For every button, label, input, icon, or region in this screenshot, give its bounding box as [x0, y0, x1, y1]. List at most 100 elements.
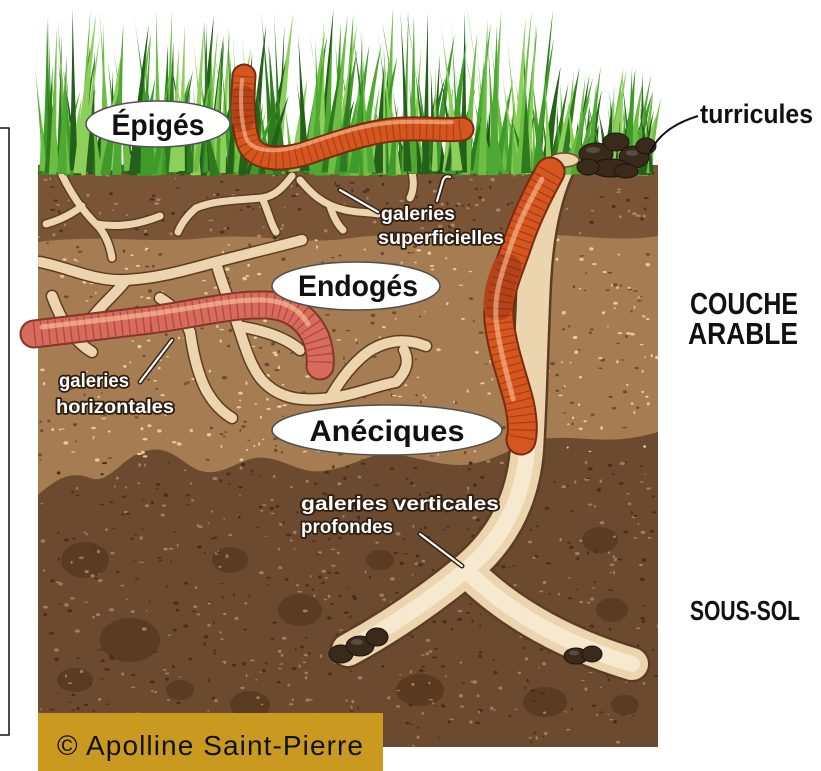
soil-speck: [584, 687, 587, 690]
soil-speck: [98, 698, 102, 701]
soil-speck: [640, 617, 645, 620]
soil-speck: [41, 539, 46, 542]
soil-speck: [241, 425, 245, 428]
soil-speck: [207, 624, 210, 627]
soil-speck: [412, 252, 414, 254]
soil-speck: [90, 474, 93, 477]
soil-speck: [639, 465, 643, 466]
soil-speck: [350, 670, 352, 673]
soil-speck: [336, 339, 341, 340]
soil-speck: [469, 271, 473, 273]
soil-speck: [240, 687, 245, 689]
soil-speck: [636, 215, 641, 217]
soil-speck: [331, 549, 336, 550]
soil-speck: [636, 627, 640, 629]
soil-speck: [568, 597, 573, 599]
soil-speck: [92, 438, 94, 440]
soil-speck: [298, 208, 302, 211]
soil-speck: [466, 207, 469, 209]
soil-speck: [250, 470, 253, 472]
soil-speck: [561, 485, 566, 488]
soil-speck: [485, 364, 487, 365]
soil-speck: [271, 499, 274, 501]
soil-speck: [474, 450, 476, 453]
soil-speck: [467, 528, 470, 530]
soil-speck: [186, 504, 189, 505]
soil-speck: [443, 620, 447, 623]
soil-speck: [314, 594, 316, 597]
soil-speck: [445, 257, 447, 259]
soil-speck: [351, 189, 353, 192]
soil-speck: [407, 252, 411, 254]
soil-speck: [75, 629, 80, 632]
soil-speck: [558, 593, 560, 596]
soil-speck: [50, 186, 55, 188]
soil-speck: [591, 414, 595, 416]
soil-speck: [278, 548, 280, 551]
soil-speck: [152, 195, 156, 197]
soil-speck: [52, 233, 56, 236]
soil-speck: [525, 686, 527, 689]
soil-speck: [392, 311, 396, 314]
soil-speck: [54, 658, 59, 662]
soil-speck: [576, 557, 579, 560]
soil-speck: [626, 199, 630, 202]
soil-speck: [281, 451, 283, 454]
soil-speck: [330, 603, 334, 605]
soil-speck: [108, 457, 113, 459]
soil-clod: [582, 527, 618, 553]
grass-blade: [69, 8, 77, 170]
soil-speck: [430, 265, 434, 267]
soil-speck: [644, 207, 646, 210]
soil-speck: [225, 268, 230, 271]
soil-speck: [625, 335, 628, 338]
soil-speck: [361, 459, 365, 461]
soil-speck: [67, 609, 72, 612]
soil-speck: [256, 696, 259, 699]
soil-speck: [327, 572, 331, 574]
soil-speck: [246, 449, 248, 451]
soil-speck: [143, 455, 148, 457]
soil-speck: [590, 625, 594, 628]
soil-speck: [616, 191, 620, 193]
soil-speck: [259, 571, 264, 574]
soil-speck: [62, 428, 65, 430]
soil-speck: [59, 428, 62, 430]
soil-speck: [121, 673, 124, 676]
soil-speck: [204, 552, 206, 554]
soil-speck: [630, 310, 632, 312]
soil-speck: [349, 615, 351, 618]
soil-speck: [191, 499, 194, 501]
soil-speck: [543, 735, 545, 737]
soil-speck: [213, 650, 217, 652]
soil-speck: [469, 297, 474, 300]
soil-speck: [626, 332, 631, 335]
soil-speck: [135, 578, 138, 580]
soil-speck: [89, 682, 91, 686]
soil-speck: [239, 209, 243, 210]
soil-speck: [433, 190, 437, 193]
soil-speck: [638, 523, 640, 526]
soil-speck: [494, 671, 498, 674]
soil-speck: [530, 740, 532, 743]
soil-speck: [595, 443, 599, 446]
soil-speck: [47, 420, 50, 423]
soil-speck: [303, 661, 306, 663]
soil-speck: [353, 597, 357, 600]
soil-speck: [613, 302, 618, 305]
soil-speck: [412, 574, 414, 576]
soil-speck: [408, 704, 413, 707]
soil-speck: [72, 694, 76, 697]
soil-speck: [555, 390, 559, 392]
soil-speck: [165, 678, 169, 681]
soil-speck: [477, 694, 480, 697]
soil-speck: [40, 429, 43, 432]
soil-speck: [631, 402, 634, 405]
soil-speck: [208, 522, 210, 524]
soil-speck: [621, 359, 624, 360]
soil-speck: [586, 478, 591, 479]
soil-speck: [371, 314, 376, 317]
soil-speck: [642, 620, 646, 623]
soil-speck: [220, 181, 223, 183]
soil-speck: [579, 255, 584, 256]
